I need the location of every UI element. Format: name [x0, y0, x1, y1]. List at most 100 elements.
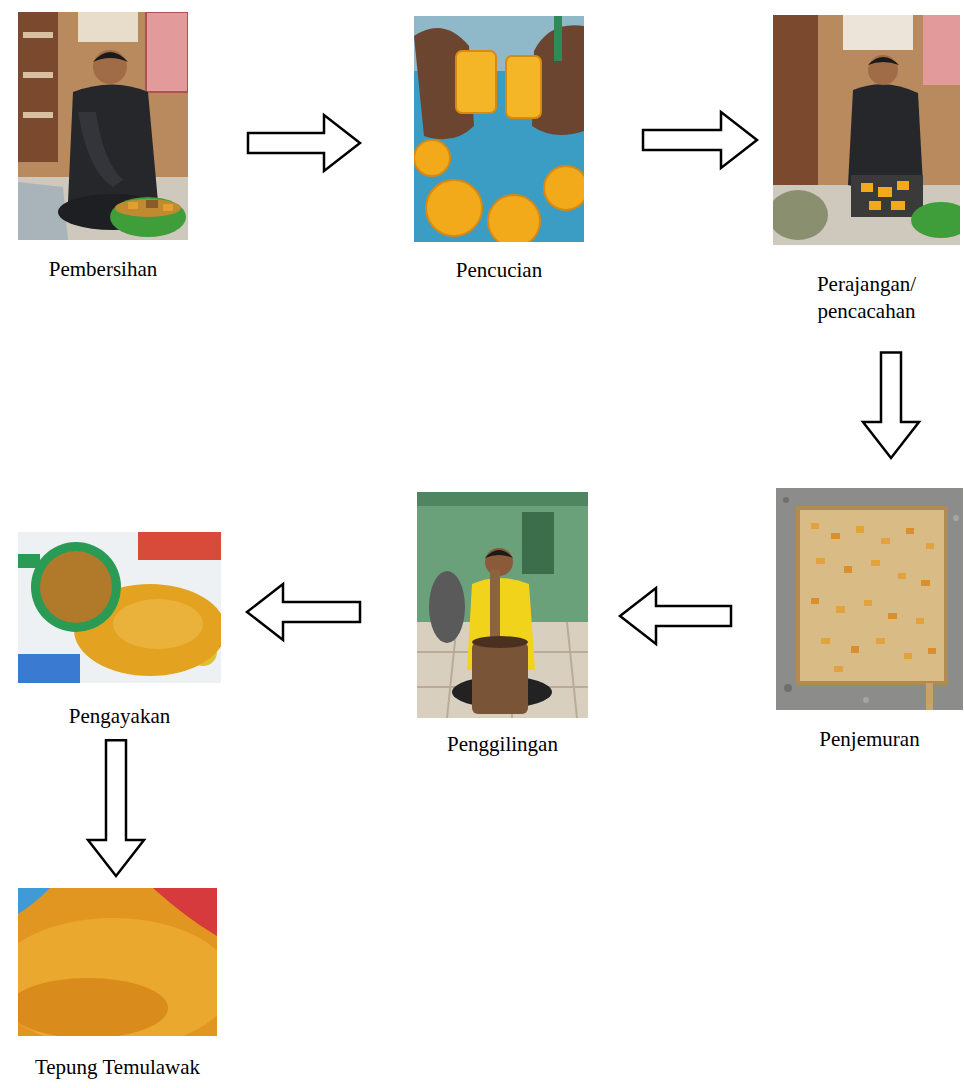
door	[923, 15, 960, 85]
chip	[921, 580, 930, 586]
red-plate-edge	[153, 888, 217, 936]
flour-photo	[0, 888, 233, 1048]
chip	[926, 543, 934, 549]
step-caption: Penggilingan	[417, 731, 588, 758]
chip	[916, 618, 924, 624]
rhizome-piece	[878, 187, 892, 197]
blue-plate-edge	[18, 888, 50, 914]
rhizome-piece	[163, 204, 173, 211]
green-bowl	[110, 197, 186, 237]
chip	[928, 648, 936, 654]
speck	[953, 515, 959, 521]
process-step: Pencucian	[414, 16, 584, 284]
rhizome-piece	[869, 201, 881, 210]
chip	[898, 573, 906, 579]
person-hair	[868, 57, 899, 65]
flour-highlight	[18, 918, 217, 1036]
rhizome-piece	[128, 202, 138, 209]
step-caption: Pencucian	[414, 257, 584, 284]
person-arm	[78, 112, 123, 187]
chip	[834, 666, 843, 672]
chip	[856, 526, 864, 533]
step-caption: Tepung Temulawak	[18, 1054, 217, 1081]
bag	[773, 190, 828, 240]
plate-pattern	[138, 532, 221, 560]
tray-pole	[926, 683, 933, 710]
chip	[844, 566, 852, 573]
rhizome-piece	[891, 201, 905, 210]
process-step: Penggilingan	[417, 492, 588, 758]
rhizome-piece	[146, 200, 158, 208]
sieving-photo	[18, 532, 226, 683]
powder-highlight	[113, 599, 203, 649]
mortar	[472, 642, 528, 714]
chip	[811, 598, 819, 604]
person-head	[868, 55, 898, 85]
chip	[904, 653, 912, 659]
shelf-board	[23, 32, 53, 38]
process-step: Perajangan/ pencacahan	[773, 15, 960, 326]
step-caption: Penjemuran	[776, 726, 963, 753]
speck	[863, 697, 869, 703]
shelf-board	[23, 72, 53, 78]
chip	[836, 606, 845, 613]
step-caption: Perajangan/ pencacahan	[773, 271, 960, 326]
rhizome-slice	[426, 180, 482, 236]
wall-strip	[417, 492, 588, 506]
chip	[864, 600, 872, 606]
chip	[821, 638, 830, 644]
door	[146, 12, 188, 92]
person-head	[93, 50, 127, 84]
shelf	[18, 12, 58, 162]
ground	[776, 488, 963, 710]
chip	[888, 613, 897, 619]
shelf	[773, 15, 818, 185]
rhizome-piece	[861, 183, 873, 192]
chip	[871, 560, 880, 566]
block-arrow	[88, 740, 144, 876]
step-caption: Pembersihan	[18, 256, 188, 283]
person-body	[848, 84, 923, 190]
slicing-photo	[768, 15, 964, 245]
plate-pattern	[18, 654, 80, 683]
bamboo-tray	[798, 508, 946, 683]
coarse-residue	[40, 551, 112, 623]
tray-leaning	[429, 571, 465, 643]
chip	[906, 528, 914, 534]
rhizome-pieces	[115, 199, 181, 217]
wall	[18, 12, 188, 240]
speck	[784, 684, 792, 692]
speck	[783, 497, 789, 503]
process-step: Penjemuran	[776, 488, 963, 753]
green-bowl	[911, 202, 960, 238]
grinding-photo	[417, 492, 588, 718]
block-arrow	[620, 588, 731, 644]
rhizome-slice	[488, 195, 540, 242]
window	[78, 12, 138, 42]
flour-shade	[18, 978, 168, 1036]
process-step: Pembersihan	[18, 12, 188, 283]
rhizome-piece	[897, 181, 909, 190]
rack	[522, 512, 554, 574]
process-step: Pengayakan	[18, 532, 221, 730]
person-body	[68, 85, 158, 210]
chip	[816, 558, 825, 564]
person-hair	[485, 550, 513, 558]
block-arrow	[247, 584, 360, 640]
washing-photo	[414, 16, 588, 247]
chip	[811, 523, 819, 529]
knife-handle	[554, 16, 562, 61]
cutting-board	[851, 175, 923, 217]
block-arrow	[863, 353, 919, 458]
drying-photo	[776, 488, 963, 710]
window	[843, 15, 913, 50]
rhizome-slice	[544, 166, 584, 210]
held-slice	[456, 51, 496, 113]
chip	[831, 533, 840, 539]
block-arrow	[248, 115, 360, 171]
chip	[881, 538, 890, 544]
chip	[876, 638, 885, 644]
